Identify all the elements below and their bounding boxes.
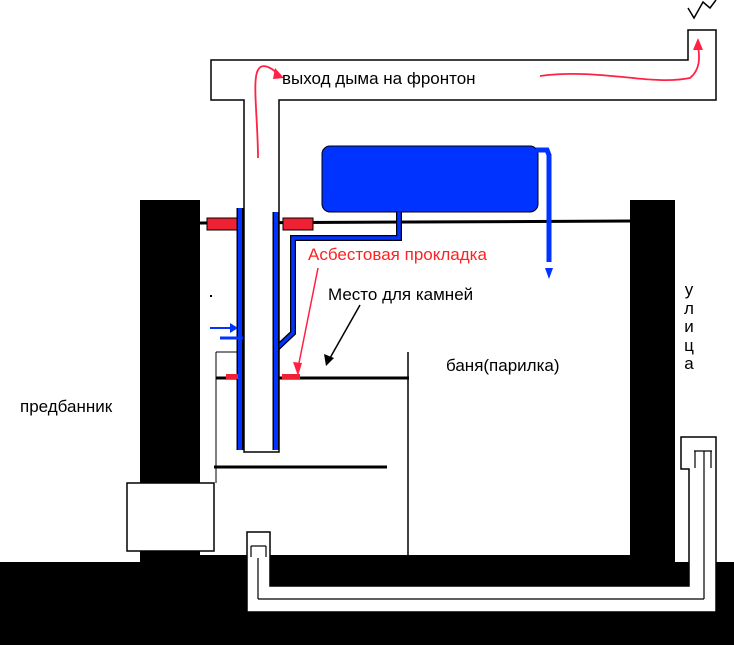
- smoke-exit-label: выход дыма на фронтон: [282, 69, 476, 88]
- water-tank[interactable]: [321, 145, 539, 213]
- airflow-arrowhead-1: [273, 68, 284, 79]
- stones-pointer-arrowhead: [324, 354, 334, 366]
- airflow-arrowhead-2: [693, 38, 703, 50]
- street-label: у л и ц а: [681, 280, 697, 374]
- asbestos-pointer-arrowhead: [293, 362, 302, 376]
- asbestos-label: Асбестовая прокладка: [308, 245, 487, 264]
- street-letter: л: [684, 298, 694, 318]
- asbestos-pointer: [297, 267, 319, 369]
- firebox-door: [126, 482, 215, 552]
- street-letter: и: [684, 317, 694, 336]
- left-wall-base: [140, 550, 200, 565]
- chimney-cap: [687, 0, 717, 20]
- outflow-arrow-icon: [545, 268, 553, 279]
- gasket-left: [206, 217, 238, 231]
- gasket-right: [282, 217, 314, 231]
- marker-dot: [210, 295, 212, 297]
- right-wall: [630, 200, 675, 565]
- air-duct: [246, 436, 717, 613]
- heat-exchanger-pipe: [274, 212, 402, 351]
- anteroom-label: предбанник: [20, 397, 113, 416]
- bath-label: баня(парилка): [446, 356, 560, 375]
- gasket-lower-left: [226, 374, 238, 379]
- gasket-lower-right: [282, 374, 300, 379]
- left-wall: [140, 200, 200, 485]
- stones-pointer: [329, 304, 361, 359]
- chimney: [210, 29, 717, 453]
- street-letter: а: [684, 354, 694, 373]
- street-letter: у: [684, 280, 694, 299]
- stones-label: Место для камней: [328, 285, 474, 304]
- airflow-up-arrow: [254, 65, 279, 159]
- street-letter: ц: [684, 335, 694, 355]
- heat-exchanger-pipe-inner: [275, 212, 401, 350]
- inlet-arrow-icon: [230, 323, 238, 333]
- tank-outflow-pipe: [536, 147, 552, 262]
- airflow-right-arrow: [539, 45, 700, 81]
